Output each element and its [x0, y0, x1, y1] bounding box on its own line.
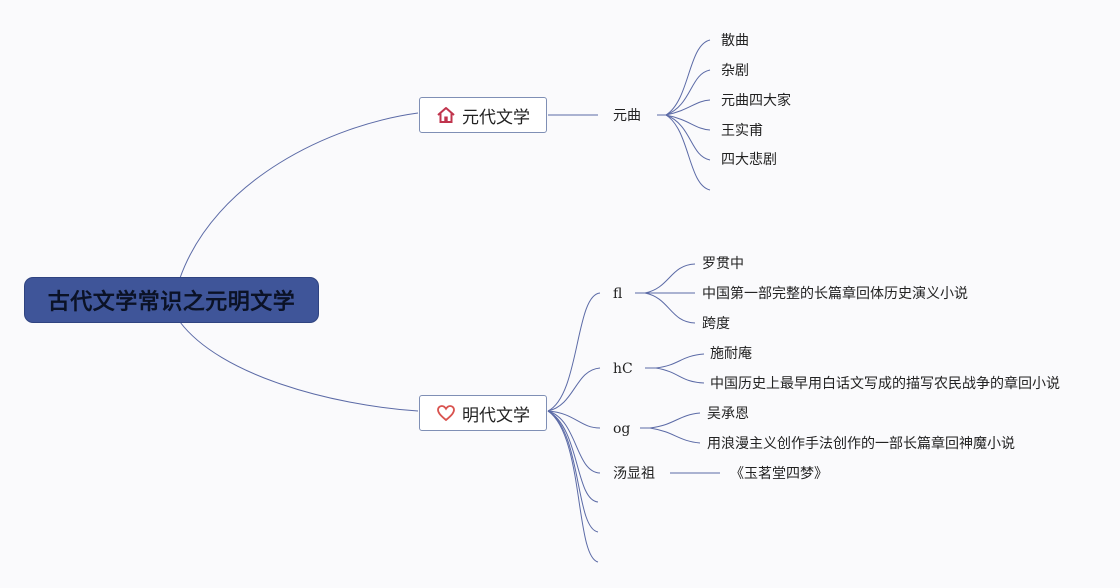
leaf-hc-2[interactable]: 中国历史上最早用白话文写成的描写农民战争的章回小说 — [710, 376, 1060, 392]
edge-ming-empty-1 — [547, 410, 599, 503]
edge-yuan-leaf-3 — [665, 99, 711, 116]
leaf-yuan-1[interactable]: 散曲 — [721, 33, 749, 49]
topic-tang[interactable]: 汤显祖 — [613, 466, 655, 482]
edge-root-ming — [179, 321, 419, 412]
root-label: 古代文学常识之元明文学 — [47, 290, 296, 315]
edge-ming-empty-3 — [547, 410, 599, 563]
branch-node-ming[interactable]: 明代文学 — [419, 395, 547, 431]
edge-hc-leaf-2 — [655, 367, 705, 384]
leaf-yuan-5[interactable]: 四大悲剧 — [721, 152, 777, 168]
leaf-fl-3[interactable]: 跨度 — [702, 316, 730, 332]
edge-hc-leaf-1 — [655, 353, 705, 369]
edge-root-yuan — [179, 112, 419, 279]
leaf-fl-2[interactable]: 中国第一部完整的长篇章回体历史演义小说 — [702, 286, 968, 302]
root-node[interactable]: 古代文学常识之元明文学 — [25, 278, 318, 322]
edge-ming-fl — [547, 292, 601, 412]
leaf-yuan-4[interactable]: 王实甫 — [721, 123, 763, 139]
leaf-og-1[interactable]: 吴承恩 — [707, 406, 749, 422]
edge-og-leaf-1 — [649, 412, 701, 429]
branch-node-yuan[interactable]: 元代文学 — [419, 97, 547, 133]
leaf-og-2[interactable]: 用浪漫主义创作手法创作的一部长篇章回神魔小说 — [707, 436, 1015, 452]
edge-fl-leaf-3 — [644, 292, 696, 324]
leaf-fl-1[interactable]: 罗贯中 — [702, 256, 744, 272]
edge-og-leaf-2 — [649, 427, 701, 444]
edge-yuan-leaf-5 — [665, 114, 711, 161]
topic-og[interactable]: og — [613, 421, 631, 437]
edge-yuan-leaf-2 — [665, 69, 711, 116]
topic-hc[interactable]: hC — [613, 361, 633, 377]
edge-yuan-leaf-4 — [665, 114, 711, 131]
topic-yuanqu[interactable]: 元曲 — [613, 108, 641, 124]
leaf-yuan-2[interactable]: 杂剧 — [721, 63, 749, 79]
leaf-yuan-3[interactable]: 元曲四大家 — [721, 93, 791, 109]
leaf-tang-1[interactable]: 《玉茗堂四梦》 — [730, 466, 828, 482]
edge-ming-tang — [547, 410, 601, 474]
branch-label-yuan: 元代文学 — [462, 107, 530, 128]
heart-icon — [436, 403, 456, 423]
edge-ming-hc — [547, 367, 601, 412]
edge-yuan-leaf-6 — [665, 114, 711, 191]
edge-yuan-leaf-1 — [665, 39, 711, 116]
edge-ming-empty-2 — [547, 410, 599, 533]
home-icon — [436, 105, 456, 125]
topic-fl[interactable]: fl — [613, 286, 623, 302]
branch-label-ming: 明代文学 — [462, 405, 530, 426]
leaf-hc-1[interactable]: 施耐庵 — [710, 346, 752, 362]
edge-fl-leaf-1 — [644, 263, 696, 294]
edge-ming-og — [547, 410, 601, 429]
